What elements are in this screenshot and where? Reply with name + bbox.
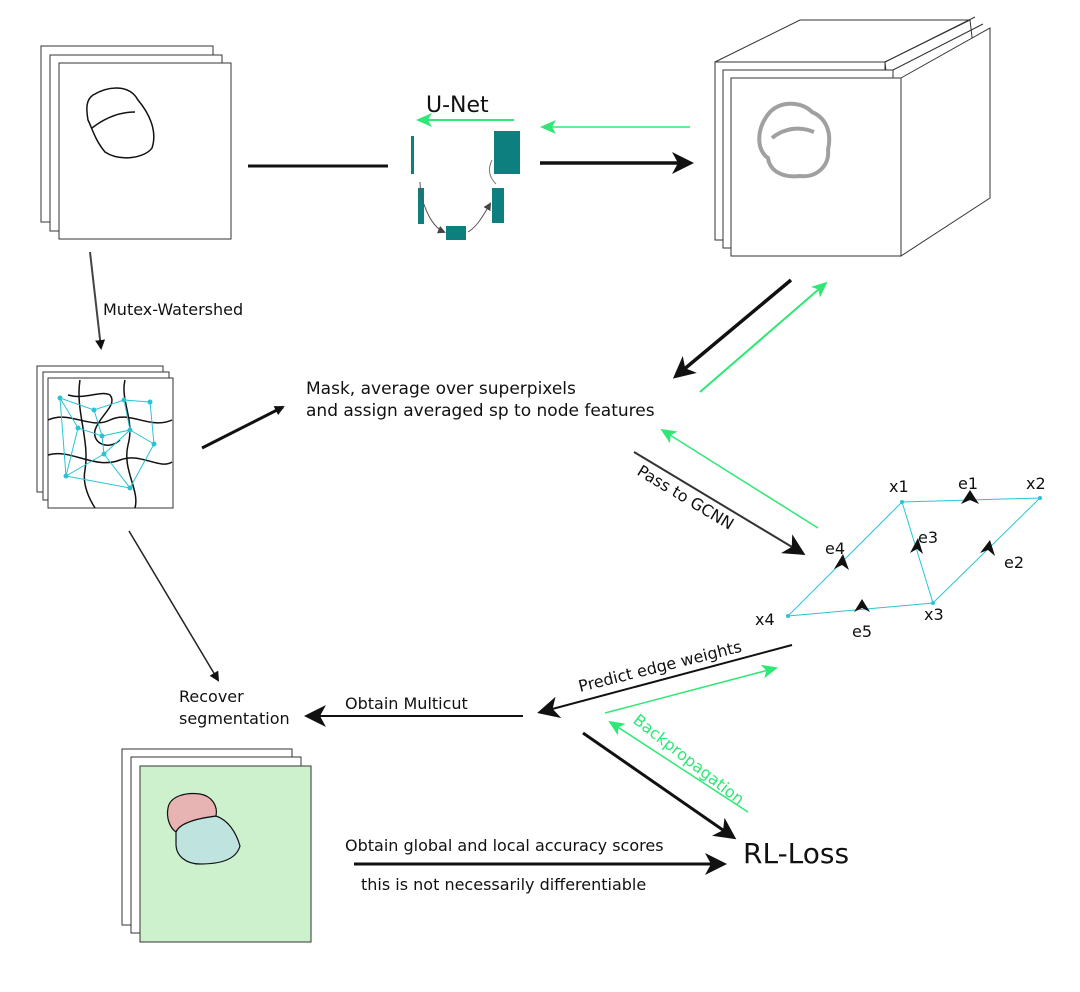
obtain-multicut-label: Obtain Multicut (345, 694, 468, 713)
pass-to-gcnn-label: Pass to GCNN (634, 461, 737, 534)
mask-text-line1: Mask, average over superpixels (306, 379, 576, 399)
segment-top (166, 792, 217, 833)
unet-label: U-Net (426, 93, 489, 118)
graph-to-recover-arrow (128, 530, 220, 682)
backpropagation-label: Backpropagation (630, 710, 749, 808)
node-x2: x2 (1026, 474, 1046, 493)
output-blurred-contour (757, 101, 832, 179)
rlloss-to-multicut-green-arrow (608, 720, 749, 813)
not-differentiable-label: this is not necessarily differentiable (361, 875, 646, 894)
edge-e1: e1 (958, 474, 978, 493)
input-contour (86, 87, 155, 159)
edge-e3: e3 (918, 528, 938, 547)
backprop-green-arrow-up (604, 664, 778, 714)
mask-text-line2: and assign averaged sp to node features (306, 401, 655, 421)
gcnn-to-mask-green-arrow (660, 428, 819, 529)
predict-edge-weights-label: Predict edge weights (576, 637, 743, 696)
input-image-stack (40, 45, 232, 240)
recover-line1: Recover (179, 687, 244, 706)
edge-e2: e2 (1004, 553, 1024, 572)
e5-marker (854, 599, 870, 612)
edge-graph (786, 490, 1042, 618)
node-x1: x1 (889, 477, 909, 496)
output-to-mask-arrow (672, 278, 793, 379)
segmentation-result-stack (121, 748, 312, 943)
edge-e5: e5 (852, 622, 872, 641)
edge-e4: e4 (825, 539, 845, 558)
mutex-watershed-arrow (89, 251, 106, 350)
e1-marker (961, 490, 979, 504)
predict-edge-weights-arrow (537, 644, 793, 718)
graph-to-mask-arrow (201, 405, 285, 450)
node-x3: x3 (924, 605, 944, 624)
pass-to-gcnn-arrow (633, 451, 806, 556)
mutex-watershed-label: Mutex-Watershed (103, 300, 243, 319)
rl-loss-label: RL-Loss (743, 837, 849, 870)
e2-marker (980, 540, 995, 556)
multicut-to-rlloss-arrow (582, 731, 737, 840)
mask-to-output-green-arrow (699, 281, 828, 393)
accuracy-scores-label: Obtain global and local accuracy scores (345, 836, 664, 855)
superpixel-graph-stack (36, 365, 174, 509)
e3-marker (910, 538, 923, 554)
node-x4: x4 (755, 610, 775, 629)
unet-icon (411, 131, 520, 240)
recover-line2: segmentation (179, 709, 290, 728)
output-volume (714, 16, 991, 257)
e4-marker (834, 554, 849, 570)
